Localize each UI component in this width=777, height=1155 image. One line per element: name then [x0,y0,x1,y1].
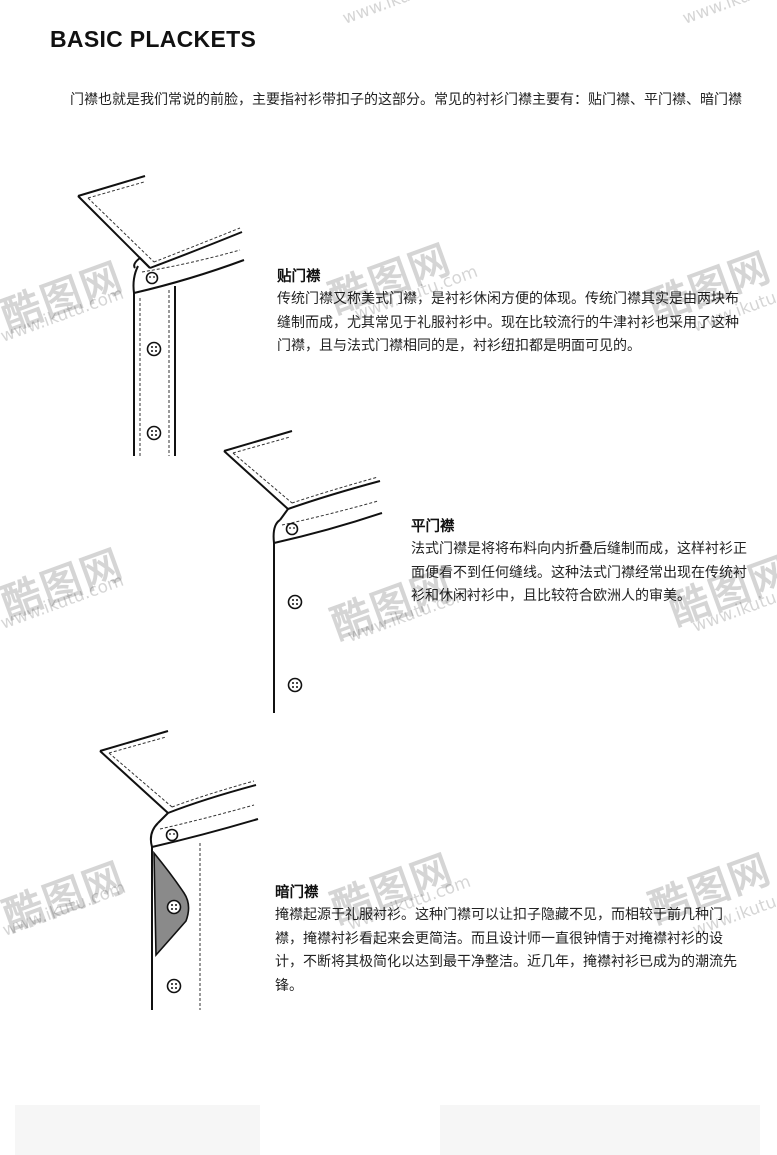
bottom-panel-right [440,1105,760,1155]
section-body: 掩襟起源于礼服衬衫。这种门襟可以让扣子隐藏不见，而相较于前几种门襟，掩襟衬衫看起… [275,907,737,994]
section-plain-placket: 平门襟 法式门襟是将将布料向内折叠后缝制而成，这样衬衫正面便看不到任何缝线。这种… [411,516,756,609]
page-title: BASIC PLACKETS [50,26,257,52]
section-patch-placket: 贴门襟 传统门襟又称美式门襟，是衬衫休闲方便的体现。传统门襟其实是由两块布缝制而… [277,266,747,359]
section-hidden-placket: 暗门襟 掩襟起源于礼服衬衫。这种门襟可以让扣子隐藏不见，而相较于前几种门襟，掩襟… [275,882,745,998]
watermark-url: www.ikutu.com [0,570,127,634]
watermark-left-2-url: www.ikutu.com [0,571,128,635]
watermark-top-mid-url: www.ikutu.com [340,0,470,30]
watermark-top-right-url: www.ikutu.com [680,0,777,30]
watermark-right-2-url: www.ikutu.com [690,574,777,638]
placket-illustration-1 [77,175,245,456]
section-body: 传统门襟又称美式门襟，是衬衫休闲方便的体现。传统门襟其实是由两块布缝制而成，尤其… [277,291,739,354]
placket-illustration-2 [223,430,383,713]
intro-paragraph: 门襟也就是我们常说的前脸，主要指衬衫带扣子的这部分。常见的衬衫门襟主要有：贴门襟… [70,92,742,108]
section-heading: 暗门襟 [275,885,319,901]
watermark-url: www.ikutu.com [340,0,469,29]
section-heading: 贴门襟 [277,269,321,285]
bottom-panel-left [15,1105,260,1155]
section-heading: 平门襟 [411,519,455,535]
watermark-url: www.ikutu.com [680,0,777,29]
watermark-left-2: 酷图网 [0,541,130,633]
section-body: 法式门襟是将将布料向内折叠后缝制而成，这样衬衫正面便看不到任何缝线。这种法式门襟… [411,541,747,604]
watermark-logo: 酷图网 [0,541,130,628]
placket-illustration-3 [99,730,259,1010]
